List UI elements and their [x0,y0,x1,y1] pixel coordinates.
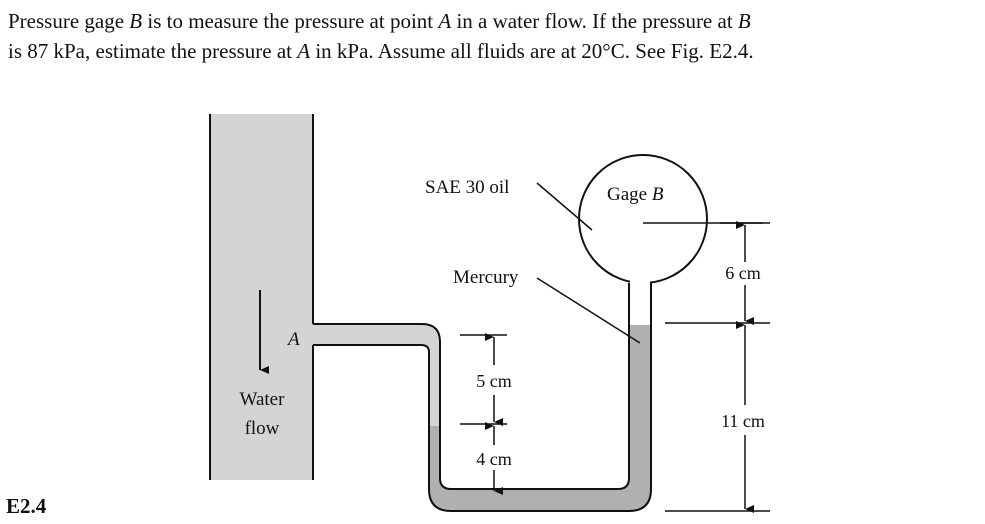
mercury-label: Mercury [453,267,519,288]
dim-5cm-label: 5 cm [476,371,512,391]
var-b: B [129,9,143,33]
problem-statement: Pressure gage B is to measure the pressu… [8,6,978,66]
water-label: Water [240,389,286,410]
problem-line-2: is 87 kPa, estimate the pressure at A in… [8,39,754,63]
gage-b-neck [630,275,650,287]
point-a-label: A [286,329,300,350]
var-a: A [438,9,452,33]
oil-leader [536,182,593,231]
dim-11cm-label: 11 cm [721,411,765,431]
dim-6cm-label: 6 cm [725,263,761,283]
gage-b-dial [578,154,708,284]
tube-mercury-section [429,325,651,511]
water-pipe [210,114,313,480]
tube-inner-wall [313,283,652,512]
tube-outer-wall [313,283,630,490]
problem-line-1: Pressure gage B is to measure the pressu… [8,9,751,33]
dim-4cm-label: 4 cm [476,449,512,469]
tube-water-section [313,324,440,426]
mercury-leader [536,277,641,344]
var-b: B [737,9,751,33]
var-a: A [297,39,311,63]
figure-number: E2.4 [6,494,47,518]
oil-label: SAE 30 oil [425,177,509,198]
flow-label: flow [245,418,280,439]
gage-b-label: Gage B [607,184,664,205]
